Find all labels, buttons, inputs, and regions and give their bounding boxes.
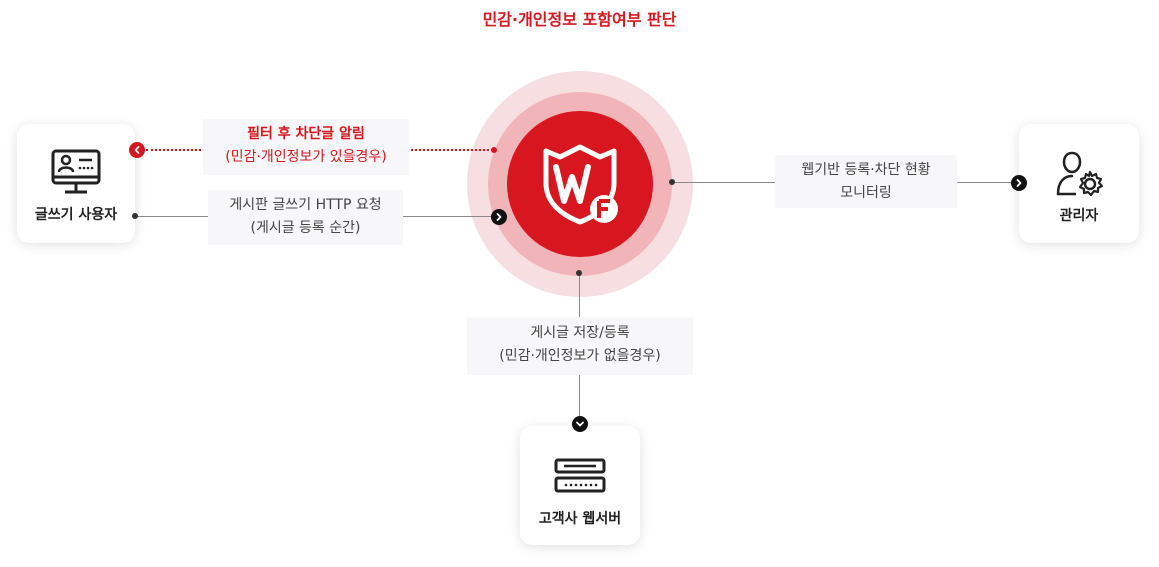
alert-arrow-left-icon [129, 142, 145, 158]
server-icon [554, 458, 606, 493]
http-request-start-dot [132, 213, 138, 219]
shield-logo-icon [543, 144, 618, 225]
diagram-title: 민감·개인정보 포함여부 판단 [482, 10, 677, 29]
store-label: 게시글 저장/등록 (민감·개인정보가 없을경우) [467, 317, 693, 375]
monitoring-line1: 웹기반 등록·차단 현황 [801, 162, 931, 178]
store-line2: (민감·개인정보가 없을경우) [499, 348, 661, 364]
alert-line-start-dot [491, 147, 497, 153]
monitoring-label: 웹기반 등록·차단 현황 모니터링 [775, 155, 957, 208]
http-request-label: 게시판 글쓰기 HTTP 요청 (게시글 등록 순간) [208, 190, 403, 245]
http-request-line1: 게시판 글쓰기 HTTP 요청 [229, 197, 382, 213]
monitoring-start-dot [669, 179, 675, 185]
user-card: 글쓰기 사용자 [17, 124, 135, 243]
http-request-arrow-right-icon [491, 209, 507, 225]
http-request-line2: (게시글 등록 순간) [250, 220, 361, 236]
monitoring-arrow-right-icon [1011, 175, 1027, 191]
server-card: 고객사 웹서버 [520, 426, 640, 545]
admin-card: 관리자 [1019, 124, 1139, 243]
filter-alert-label: 필터 후 차단글 알림 (민감·개인정보가 있을경우) [203, 119, 409, 175]
filter-alert-line2: (민감·개인정보가 있을경우) [225, 149, 387, 165]
store-line1: 게시글 저장/등록 [530, 325, 630, 341]
admin-label: 관리자 [1059, 208, 1099, 224]
center-logo-circle [507, 111, 653, 257]
computer-user-icon [51, 149, 101, 194]
monitoring-line2: 모니터링 [840, 185, 892, 201]
filter-alert-line1: 필터 후 차단글 알림 [247, 126, 365, 142]
user-settings-icon [1056, 151, 1104, 197]
user-label: 글쓰기 사용자 [34, 207, 118, 223]
store-start-dot [576, 270, 582, 276]
store-arrow-down-icon [572, 416, 588, 432]
server-label: 고객사 웹서버 [538, 511, 622, 527]
